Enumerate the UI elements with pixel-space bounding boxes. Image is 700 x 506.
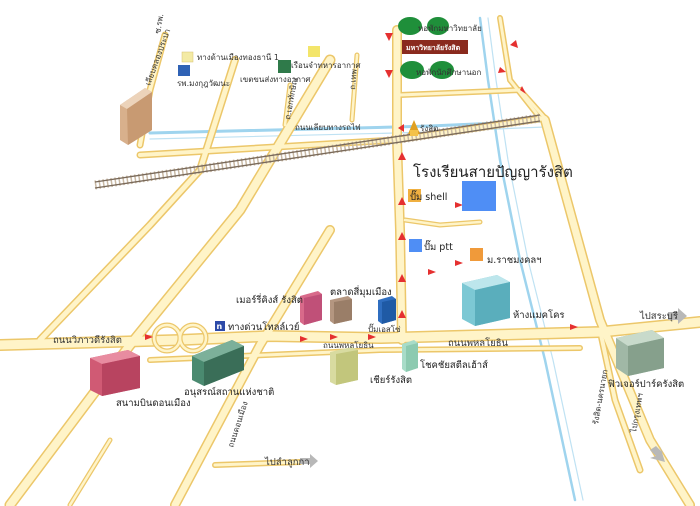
rangsit-label: รังสิต	[420, 124, 438, 133]
chia-label: เชียร์รังสิต	[370, 374, 412, 386]
road-mid-soi-2	[283, 83, 292, 127]
top-left-landmarks: ทางด้านเมืองทองธานี 1 รพ.มงกุฎวัฒนะ เขตข…	[177, 46, 361, 88]
university-building	[402, 40, 468, 54]
tollway-sign: n ทางด่วนโทลล์เวย์	[215, 321, 299, 333]
tan-tower	[120, 88, 152, 145]
arrow-bangkok	[650, 446, 665, 462]
road-label-saraburi: ไปสระบุรี	[639, 310, 678, 322]
tree-label-2: หอพักนักศึกษานอก	[416, 68, 481, 77]
road-label-tower: เลียบคลองประปา	[143, 28, 172, 87]
arrow-lamlukka	[300, 454, 318, 468]
ptt-station: ปั๊ม ptt	[409, 239, 453, 253]
market-label: ตลาดสี่มุมเมือง	[330, 285, 392, 298]
label-air-transport: เขตขนส่งทางอากาศ	[240, 75, 311, 84]
road-school-vertical	[393, 26, 406, 344]
road-mid-soi	[350, 53, 359, 122]
university-area: มหาวิทยาลัยรังสิต หอพักมหาวิทยาลัย หอพัก…	[398, 17, 482, 79]
road-bottom-left	[68, 438, 112, 506]
tollway-label: ทางด่วนโทลล์เวย์	[228, 321, 299, 333]
rangsit-station: รังสิต	[408, 120, 438, 136]
chia-rangsit: เชียร์รังสิต	[330, 347, 412, 386]
rmut-label: ม.ราชมงคลฯ	[487, 255, 542, 266]
airport-building: สนามบินดอนเมือง	[90, 350, 191, 409]
monument-label: อนุสรณ์สถานแห่งชาติ	[184, 386, 274, 398]
road-label-railway: ถนนเลียบทางรถไฟ	[295, 123, 361, 132]
future-park-label: ฟิวเจอร์ปาร์ครังสิต	[608, 378, 685, 390]
airport-label: สนามบินดอนเมือง	[116, 398, 191, 409]
shell-station: ปั๊ม shell	[408, 189, 447, 203]
roads-outline	[0, 15, 700, 506]
school-building	[462, 181, 496, 211]
road-right-spur	[598, 328, 642, 472]
tree-label-1: หอพักมหาวิทยาลัย	[418, 24, 482, 33]
tree-top-left	[398, 17, 422, 35]
pump-label: ปั๊มเอสโซ่	[368, 323, 401, 334]
road-label-lamlukka: ไปลำลูกกา	[264, 456, 310, 468]
future-park-building: ฟิวเจอร์ปาร์ครังสิต	[608, 330, 685, 390]
road-label-phahon-lower: ถนนพหลโยธิน	[323, 340, 374, 350]
road-left-diag	[37, 57, 238, 343]
merry-king-label: เมอร์รี่คิงส์ รังสิต	[236, 293, 303, 306]
roads-fill	[0, 16, 700, 506]
road-label-soi-3: ซ.รพ.	[153, 13, 165, 34]
road-label-rangsit-nakhon: รังสิต-นครนายก	[591, 369, 610, 426]
road-label-soi-1: ถ.เทพ	[348, 69, 359, 90]
road-right-diag	[541, 116, 694, 506]
interchange-fill	[152, 323, 208, 353]
merry-king: เมอร์รี่คิงส์ รังสิต	[236, 291, 322, 325]
road-lamlukka	[213, 460, 302, 467]
exit-arrows	[300, 308, 687, 468]
road-top-right	[498, 16, 542, 120]
arrow-saraburi	[668, 308, 687, 324]
label-prison: เรือนจำทหารอากาศ	[291, 61, 361, 70]
chokchai: โชคชัยสตีลเฮ้าส์	[402, 340, 488, 372]
ptt-label: ปั๊ม ptt	[424, 239, 453, 253]
canal-vertical	[478, 16, 577, 502]
canal-vertical-2	[487, 17, 584, 501]
label-muangthong: ทางด้านเมืองทองธานี 1	[197, 53, 279, 62]
school-title: โรงเรียนสายปัญญารังสิต	[413, 163, 573, 181]
makro-building: ห้างแมคโคร	[462, 275, 565, 326]
market: ตลาดสี่มุมเมือง	[330, 285, 392, 324]
university-label: มหาวิทยาลัยรังสิต	[406, 44, 461, 52]
railway	[94, 113, 541, 190]
tree-mid-right	[430, 61, 454, 79]
svg-text:n: n	[217, 322, 223, 331]
road-school-vertical-2	[403, 218, 482, 227]
route-arrows	[145, 33, 578, 342]
road-phahonyothin	[0, 317, 700, 350]
road-label-vibhavadi: ถนนวิภาวดีรังสิต	[53, 334, 122, 346]
tree-mid-left	[400, 61, 424, 79]
label-hospital: รพ.มงกุฎวัฒนะ	[177, 79, 230, 88]
pump-building: ปั๊มเอสโซ่	[368, 296, 401, 334]
road-donmueang	[171, 226, 334, 506]
chokchai-label: โชคชัยสตีลเฮ้าส์	[420, 359, 488, 371]
road-label-phahonyothin: ถนนพหลโยธิน	[448, 337, 509, 349]
shell-label: ปั๊ม shell	[410, 189, 447, 203]
monument-building: อนุสรณ์สถานแห่งชาติ	[184, 340, 274, 398]
road-vibhavadi	[6, 56, 334, 506]
tree-top-right	[427, 17, 449, 35]
rmut: ม.ราชมงคลฯ	[470, 248, 542, 266]
makro-label: ห้างแมคโคร	[513, 309, 565, 321]
